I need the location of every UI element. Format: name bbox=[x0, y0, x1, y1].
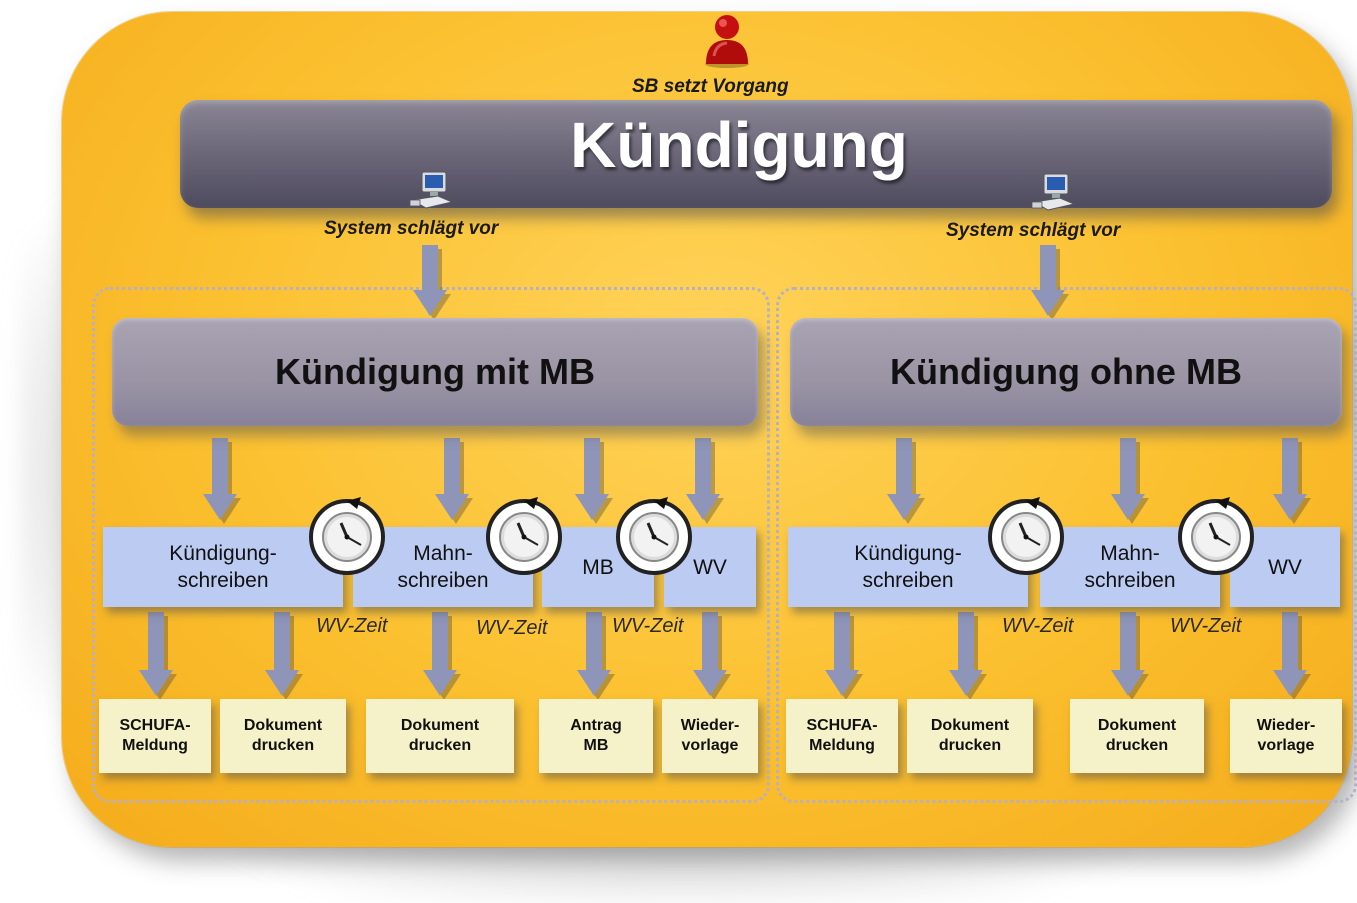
step-box: Kündigung- schreiben bbox=[103, 527, 343, 607]
branch-box-right: Kündigung ohne MB bbox=[790, 318, 1342, 426]
step-box: Kündigung- schreiben bbox=[788, 527, 1028, 607]
branch-title-right: Kündigung ohne MB bbox=[890, 351, 1242, 392]
output-box: SCHUFA- Meldung bbox=[99, 699, 211, 773]
flow-arrow bbox=[949, 612, 987, 700]
flow-arrow bbox=[575, 438, 613, 524]
output-box: Dokument drucken bbox=[907, 699, 1033, 773]
flow-arrow bbox=[1111, 612, 1149, 700]
branch-box-left: Kündigung mit MB bbox=[112, 318, 758, 426]
clock-icon bbox=[486, 497, 562, 575]
main-process-title: Kündigung bbox=[570, 109, 908, 181]
output-box: Wieder- vorlage bbox=[1230, 699, 1342, 773]
flow-arrow bbox=[1273, 612, 1311, 700]
flow-arrow bbox=[686, 438, 724, 524]
flow-arrow bbox=[139, 612, 177, 700]
output-box: Dokument drucken bbox=[366, 699, 514, 773]
branch-title-left: Kündigung mit MB bbox=[275, 351, 595, 392]
system-label-left: System schlägt vor bbox=[324, 218, 499, 239]
wait-time-label: WV-Zeit bbox=[316, 615, 388, 637]
flow-arrow bbox=[1111, 438, 1149, 524]
clock-icon bbox=[616, 497, 692, 575]
flow-arrow bbox=[265, 612, 303, 700]
flow-arrow bbox=[423, 612, 461, 700]
computer-icon bbox=[1031, 173, 1076, 211]
flow-arrow bbox=[577, 612, 615, 700]
wait-time-label: WV-Zeit bbox=[1002, 615, 1074, 637]
person-icon bbox=[705, 15, 749, 68]
output-box: Wieder- vorlage bbox=[662, 699, 758, 773]
wait-time-label: WV-Zeit bbox=[476, 617, 548, 639]
flow-arrow bbox=[825, 612, 863, 700]
flow-arrow bbox=[203, 438, 241, 524]
flow-arrow bbox=[887, 438, 925, 524]
wait-time-label: WV-Zeit bbox=[1170, 615, 1242, 637]
clock-icon bbox=[309, 497, 385, 575]
clock-icon bbox=[1178, 497, 1254, 575]
system-label-right: System schlägt vor bbox=[946, 220, 1121, 241]
flow-arrow bbox=[693, 612, 731, 700]
flow-arrow bbox=[435, 438, 473, 524]
output-box: SCHUFA- Meldung bbox=[786, 699, 898, 773]
main-process-bar bbox=[180, 100, 1332, 208]
output-box: Antrag MB bbox=[539, 699, 653, 773]
actor-label: SB setzt Vorgang bbox=[632, 76, 789, 97]
output-box: Dokument drucken bbox=[220, 699, 346, 773]
branch-group-right bbox=[776, 287, 1357, 803]
computer-icon bbox=[409, 171, 454, 209]
clock-icon bbox=[988, 497, 1064, 575]
output-box: Dokument drucken bbox=[1070, 699, 1204, 773]
flow-arrow bbox=[1031, 245, 1069, 320]
wait-time-label: WV-Zeit bbox=[612, 615, 684, 637]
flow-arrow bbox=[413, 245, 451, 320]
flow-arrow bbox=[1273, 438, 1311, 524]
